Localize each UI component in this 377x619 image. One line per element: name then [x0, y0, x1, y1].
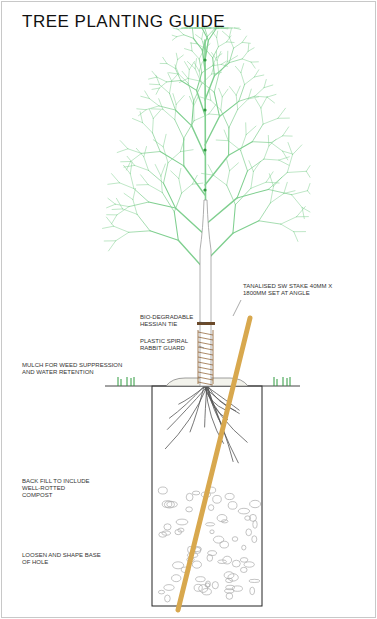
roots: [165, 386, 247, 463]
guard-label: PLASTIC SPIRAL RABBIT GUARD: [140, 338, 196, 352]
tie-label: BIO-DEGRADABLE HESSIAN TIE: [140, 314, 198, 328]
compost: [158, 487, 260, 602]
hessian-tie: [197, 322, 215, 325]
mulch-label: MULCH FOR WEED SUPPRESSION AND WATER RET…: [22, 362, 126, 376]
leader-lines: [199, 300, 241, 348]
stake: [178, 318, 250, 610]
diagram-title: TREE PLANTING GUIDE: [22, 12, 225, 32]
trunk: [200, 200, 211, 386]
base-label: LOOSEN AND SHAPE BASE OF HOLE: [22, 552, 102, 566]
rabbit-guard: [198, 330, 213, 385]
stake-label: TANALISED SW STAKE 40MM X 1800MM SET AT …: [243, 283, 335, 297]
backfill-label: BACK FILL TO INCLUDE WELL-ROTTED COMPOST: [22, 478, 94, 499]
